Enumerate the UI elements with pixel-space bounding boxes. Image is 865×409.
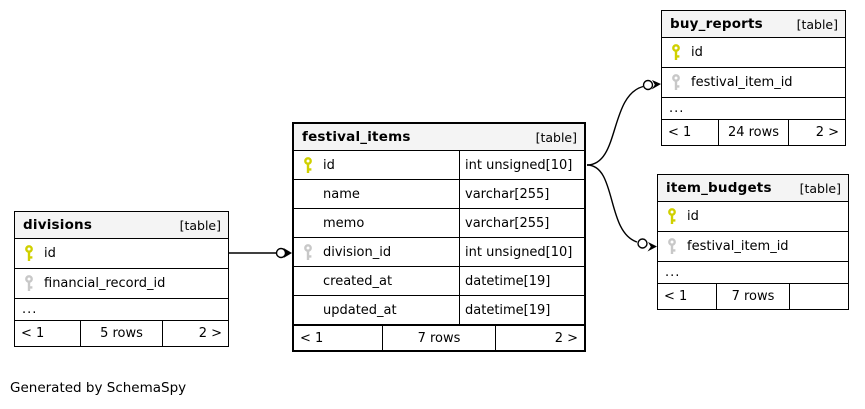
column-name: festival_item_id xyxy=(687,239,789,254)
column-name: festival_item_id xyxy=(691,75,793,90)
column-name: id xyxy=(691,45,703,60)
column-name: name xyxy=(323,186,360,202)
pager-max-parents: 2 > xyxy=(198,326,222,341)
table-type-badge: [table] xyxy=(799,180,841,196)
column-name: id xyxy=(687,209,699,224)
table-title: item_budgets xyxy=(666,180,772,196)
more-columns-ellipsis: ... xyxy=(658,262,848,284)
generated-by-note: Generated by SchemaSpy xyxy=(10,380,187,396)
column-type: datetime[19] xyxy=(465,302,551,318)
no-key-spacer xyxy=(301,302,314,319)
table-row: id xyxy=(15,239,228,269)
table-type-badge: [table] xyxy=(179,217,221,233)
column-name: id xyxy=(323,157,335,173)
row-count: 7 rows xyxy=(717,284,790,309)
table-row: updated_at datetime[19] xyxy=(294,296,584,325)
column-type: int unsigned[10] xyxy=(465,157,573,173)
table-type-badge: [table] xyxy=(535,129,577,145)
pager-min-children: < 1 xyxy=(294,326,384,350)
column-name: id xyxy=(44,246,56,261)
relationship-festival-items-buy-reports xyxy=(586,79,661,166)
column-type: varchar[255] xyxy=(465,215,550,231)
table-footer: < 1 24 rows 2 > xyxy=(662,120,845,145)
foreign-key-icon xyxy=(669,74,682,91)
table-row: memo varchar[255] xyxy=(294,209,584,238)
table-festival-items[interactable]: festival_items [table] id int unsigned[1… xyxy=(292,122,586,352)
more-columns-ellipsis: ... xyxy=(662,98,845,120)
table-type-badge: [table] xyxy=(796,16,838,32)
relationship-festival-items-item-budgets xyxy=(586,164,657,252)
column-name: updated_at xyxy=(323,302,397,318)
table-header: item_budgets [table] xyxy=(658,175,848,202)
column-type: datetime[19] xyxy=(465,273,551,289)
table-row: financial_record_id xyxy=(15,269,228,299)
primary-key-icon xyxy=(669,44,682,61)
foreign-key-icon xyxy=(22,275,35,292)
pager-min-children: < 1 xyxy=(658,284,718,309)
table-footer: < 1 7 rows xyxy=(658,284,848,309)
table-row: id xyxy=(658,202,848,232)
pager-min-children: < 1 xyxy=(15,321,82,346)
table-row: festival_item_id xyxy=(662,68,845,98)
table-row: id int unsigned[10] xyxy=(294,151,584,180)
column-name: division_id xyxy=(323,244,392,260)
row-count: 24 rows xyxy=(719,120,790,145)
column-type: varchar[255] xyxy=(465,186,550,202)
primary-key-icon xyxy=(665,208,678,225)
row-count: 7 rows xyxy=(383,326,496,350)
column-type: int unsigned[10] xyxy=(465,244,573,260)
table-title: buy_reports xyxy=(670,16,763,32)
primary-key-icon xyxy=(301,156,314,174)
foreign-key-icon xyxy=(665,238,678,255)
more-columns-ellipsis: ... xyxy=(15,299,228,321)
table-buy-reports[interactable]: buy_reports [table] id festival_item_id … xyxy=(661,10,846,146)
table-title: festival_items xyxy=(302,129,411,145)
table-footer: < 1 7 rows 2 > xyxy=(294,325,584,350)
table-row: id xyxy=(662,38,845,68)
no-key-spacer xyxy=(301,215,314,232)
primary-key-icon xyxy=(22,245,35,262)
column-name: created_at xyxy=(323,273,393,289)
table-divisions[interactable]: divisions [table] id financial_record_id… xyxy=(14,211,229,347)
table-row: name varchar[255] xyxy=(294,180,584,209)
table-header: buy_reports [table] xyxy=(662,11,845,38)
table-row: festival_item_id xyxy=(658,232,848,262)
pager-max-parents xyxy=(790,284,848,309)
table-item-budgets[interactable]: item_budgets [table] id festival_item_id… xyxy=(657,174,849,310)
table-title: divisions xyxy=(23,217,93,233)
table-header: divisions [table] xyxy=(15,212,228,239)
column-name: financial_record_id xyxy=(44,276,166,291)
pager-max-parents: 2 > xyxy=(554,330,578,346)
pager-min-children: < 1 xyxy=(662,120,719,145)
column-name: memo xyxy=(323,215,365,231)
table-footer: < 1 5 rows 2 > xyxy=(15,321,228,346)
foreign-key-icon xyxy=(301,243,314,261)
no-key-spacer xyxy=(301,186,314,203)
row-count: 5 rows xyxy=(81,321,163,346)
pager-max-parents: 2 > xyxy=(815,125,839,140)
no-key-spacer xyxy=(301,273,314,290)
table-header: festival_items [table] xyxy=(294,124,584,151)
table-row: created_at datetime[19] xyxy=(294,267,584,296)
table-row: division_id int unsigned[10] xyxy=(294,238,584,267)
relationship-divisions-festival-items xyxy=(229,247,292,259)
